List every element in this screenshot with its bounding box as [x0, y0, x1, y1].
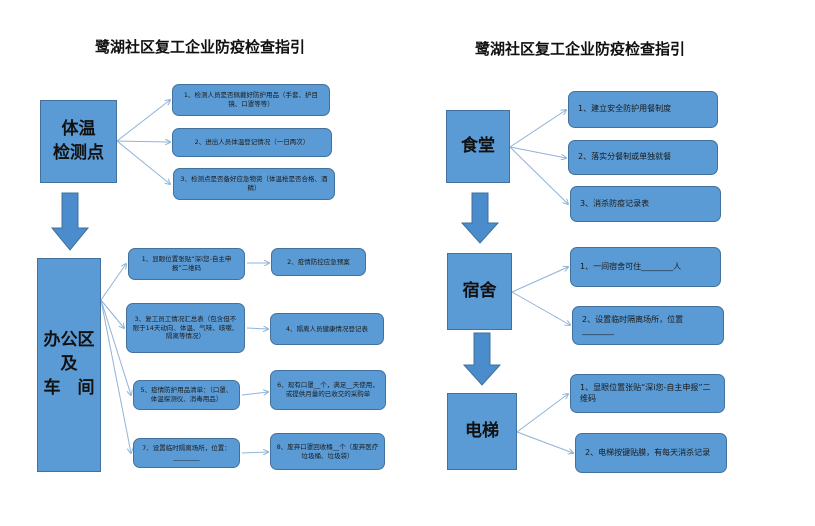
item-box: 6、现有口罩__个，满足__天使用，或提供月量的已收交的采购单	[270, 370, 386, 410]
connector	[116, 100, 170, 142]
item-box: 2、电梯按键贴膜，有每天消杀记录	[575, 433, 727, 473]
connector	[509, 146, 566, 158]
left-title: 鹭湖社区复工企业防疫检查指引	[95, 38, 306, 56]
item-box: 5、疫情防护用品清单：（口罩、体温探测仪、消毒用品）	[133, 380, 240, 410]
connector	[116, 140, 170, 184]
connector	[116, 141, 170, 142]
item-box: 3、检测点是否备好应急物资（体温枪是否合格、酒精）	[173, 168, 335, 200]
connector	[241, 392, 268, 395]
connector	[509, 110, 566, 148]
down-arrow	[462, 332, 502, 386]
connector	[246, 328, 268, 329]
item-box: 1、显眼位置张贴“深i您-自主申报”二维码	[128, 248, 245, 280]
connector	[100, 299, 124, 328]
item-box: 3、消杀防疫记录表	[570, 186, 721, 222]
right-title: 鹭湖社区复工企业防疫检查指引	[475, 40, 686, 58]
item-box: 3、复工员工情况汇总表（包含但不限于14天动向、体温、气味、咳嗽、隔离等情况）	[126, 303, 245, 353]
item-box: 8、废弃口罩回收桶__个（废弃医疗垃圾桶、垃圾袋）	[270, 433, 385, 470]
connector	[511, 267, 568, 293]
connector	[511, 291, 570, 325]
item-box: 7、设置临时隔离场所，位置：________	[133, 438, 240, 468]
item-box: 1、检测人员是否佩戴好防护用品（手套、护目镜、口罩等等）	[172, 84, 330, 116]
connector	[100, 264, 126, 301]
node-canteen: 食堂	[446, 110, 510, 183]
connector	[516, 394, 568, 433]
item-box: 2、落实分餐制或单独就餐	[568, 140, 718, 175]
down-arrow	[460, 192, 500, 244]
node-temperature-checkpoint: 体温 检测点	[40, 100, 117, 183]
connector	[100, 299, 131, 395]
node-dormitory: 宿舍	[447, 253, 512, 330]
down-arrow	[50, 192, 90, 251]
item-box: 1、显眼位置张贴“深i您-自主申报”二维码	[570, 374, 725, 413]
connector	[509, 146, 568, 204]
item-box: 2、进出人员体温登记情况（一日两次）	[172, 128, 332, 157]
connector	[241, 452, 268, 453]
node-office-workshop: 办公区 及 车 间	[37, 258, 101, 472]
item-box: 1、一间宿舍可住________人	[570, 247, 721, 287]
item-box: 4、隔离人员健康情况登记表	[270, 313, 384, 345]
node-elevator: 电梯	[447, 393, 517, 470]
item-box: 2、疫情防控应急预案	[271, 248, 366, 276]
item-box: 2、设置临时隔离场所，位置________	[572, 306, 724, 345]
item-box: 1、建立安全防护用餐制度	[568, 91, 718, 128]
connector	[516, 431, 573, 453]
connector	[100, 299, 131, 453]
